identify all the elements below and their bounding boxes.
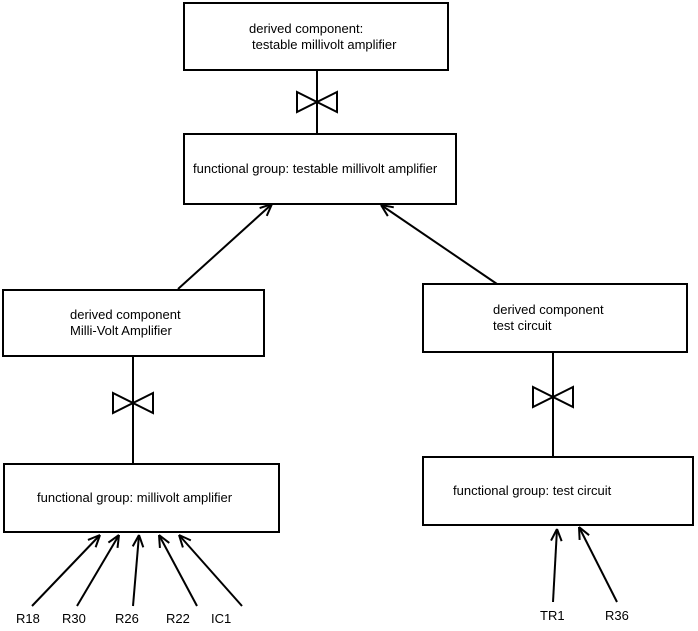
component-label-tr1: TR1 — [540, 608, 565, 623]
node-text-line: test circuit — [493, 318, 552, 333]
node-text-line: derived component — [70, 307, 181, 322]
arrow-shaft — [380, 204, 498, 285]
open-arrowhead-icon — [158, 534, 170, 544]
node-text-line: derived component: — [249, 20, 364, 36]
open-arrowhead-icon — [158, 534, 161, 549]
node-functional-group-testable-millivolt-amplifier: functional group: testable millivolt amp… — [183, 133, 457, 205]
open-arrowhead-icon — [87, 534, 101, 541]
component-label-r30: R30 — [62, 611, 86, 626]
arrow-shaft — [132, 534, 140, 607]
bowtie-symbol-icon — [112, 391, 136, 415]
node-derived-component-testable-millivolt-amplifier: derived component: testable millivolt am… — [183, 2, 449, 71]
open-arrowhead-icon — [107, 534, 120, 544]
node-text-line: testable millivolt amplifier — [252, 36, 397, 52]
bowtie-symbol-icon — [130, 391, 154, 415]
open-arrowhead-icon — [380, 204, 394, 209]
bowtie-symbol-icon — [532, 385, 556, 409]
component-label-ic1: IC1 — [211, 611, 232, 626]
arrow-shaft — [76, 534, 120, 607]
open-arrowhead-icon — [178, 534, 184, 548]
open-arrowhead-icon — [178, 534, 192, 542]
open-arrowhead-icon — [578, 526, 581, 541]
arrow-shaft — [552, 528, 558, 603]
open-arrowhead-icon — [556, 528, 563, 542]
node-text-line: functional group: testable millivolt amp… — [193, 161, 438, 176]
node-functional-group-millivolt-amplifier: functional group: millivolt amplifier — [3, 463, 280, 533]
node-text-line: functional group: millivolt amplifier — [37, 490, 233, 505]
component-label-r22: R22 — [166, 611, 190, 626]
node-text-line: derived component — [493, 302, 604, 317]
node-derived-component-test-circuit: derived component test circuit — [422, 283, 688, 353]
open-arrowhead-icon — [380, 204, 389, 217]
bowtie-symbol-icon — [296, 90, 320, 114]
open-arrowhead-icon — [578, 526, 590, 536]
arrow-shaft — [578, 526, 618, 603]
node-functional-group-test-circuit: functional group: test circuit — [422, 456, 694, 526]
open-arrowhead-icon — [265, 203, 273, 217]
node-text-line: Milli-Volt Amplifier — [70, 323, 172, 338]
bowtie-symbol-icon — [314, 90, 338, 114]
open-arrowhead-icon — [116, 534, 120, 549]
component-label-r36: R36 — [605, 608, 629, 623]
arrow-shaft — [177, 203, 273, 290]
node-text-line: functional group: test circuit — [453, 483, 612, 498]
node-derived-component-milli-volt-amplifier: derived component Milli-Volt Amplifier — [2, 289, 265, 357]
component-label-r26: R26 — [115, 611, 139, 626]
bowtie-symbol-icon — [550, 385, 574, 409]
open-arrowhead-icon — [131, 534, 140, 547]
arrow-shaft — [178, 534, 243, 607]
open-arrowhead-icon — [94, 534, 101, 548]
arrow-shaft — [158, 534, 198, 607]
open-arrowhead-icon — [550, 528, 558, 542]
open-arrowhead-icon — [138, 534, 145, 548]
arrow-shaft — [31, 534, 101, 607]
component-label-r18: R18 — [16, 611, 40, 626]
